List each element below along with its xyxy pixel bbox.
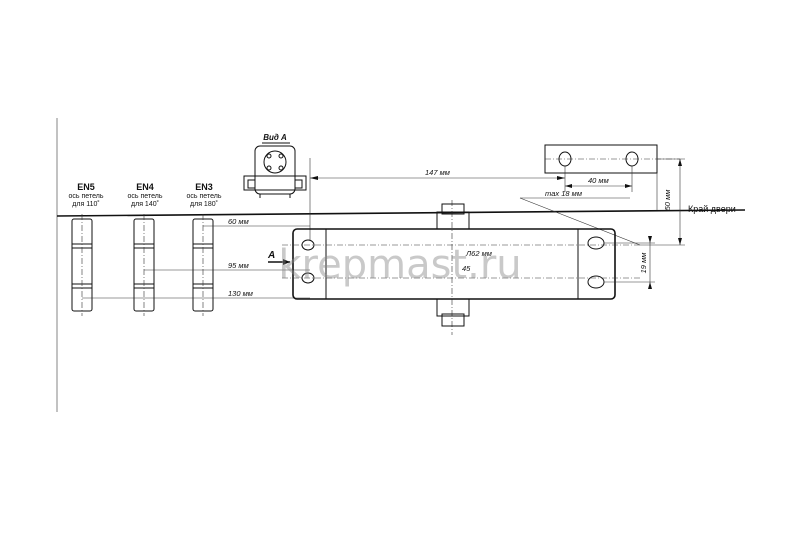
dimension-40-label: 40 мм <box>588 176 609 185</box>
door-edge-label: Край двери <box>688 204 736 214</box>
view-a-marker-label: A <box>267 250 275 261</box>
hinge-angle-en3: для 180˚ <box>190 200 218 208</box>
dimension-62-label: Л62 мм <box>465 249 492 258</box>
dimension-40: 40 мм <box>565 176 632 188</box>
hinge-label-en3: EN3 ось петель для 180˚ <box>187 182 222 208</box>
view-a-label: Вид А <box>263 133 287 142</box>
dimension-50: 50 мм <box>640 158 685 246</box>
dimension-60-label: 60 мм <box>228 217 249 226</box>
dimension-19: 19 мм <box>604 236 655 289</box>
hinge-axis-label-en5: ось петель <box>69 193 104 200</box>
dimension-45-label: 45 <box>462 264 471 273</box>
dimension-19-label: 19 мм <box>639 253 648 274</box>
mounting-bracket <box>544 144 680 210</box>
dimension-147: 147 мм <box>309 158 565 240</box>
hinge-en5 <box>71 214 93 316</box>
dimension-50-label: 50 мм <box>663 190 672 211</box>
hinge-model-en3: EN3 <box>195 182 213 192</box>
watermark-text: krepmast.ru <box>278 242 521 288</box>
hinge-model-en4: EN4 <box>136 182 154 192</box>
hinge-label-en4: EN4 ось петель для 140˚ <box>128 182 163 208</box>
hinge-label-en5: EN5 ось петель для 110˚ <box>69 182 104 208</box>
hinge-en3 <box>192 214 214 316</box>
hinge-angle-en5: для 110˚ <box>72 200 99 208</box>
door-edge-line <box>56 209 746 217</box>
dimension-130: 130 мм <box>82 289 310 299</box>
dimension-max18-label: max 18 мм <box>545 189 582 198</box>
hinge-axis-label-en4: ось петель <box>128 193 163 200</box>
dimension-147-label: 147 мм <box>425 168 450 177</box>
dimension-max18: max 18 мм <box>519 189 641 246</box>
dimension-95: 95 мм <box>144 261 310 271</box>
dimension-95-label: 95 мм <box>228 261 249 270</box>
dimension-130-label: 130 мм <box>228 289 253 298</box>
view-a-marker: A <box>267 250 290 265</box>
hinge-axis-label-en3: ось петель <box>187 193 222 200</box>
hinge-angle-en4: для 140˚ <box>131 200 159 208</box>
closer-pinion-bottom <box>436 298 470 327</box>
closer-pinion-top <box>436 203 470 230</box>
hinge-en4 <box>133 214 155 316</box>
dimension-60: 60 мм <box>203 217 310 227</box>
hinge-model-en5: EN5 <box>77 182 95 192</box>
view-a-detail: Вид А <box>243 133 307 198</box>
